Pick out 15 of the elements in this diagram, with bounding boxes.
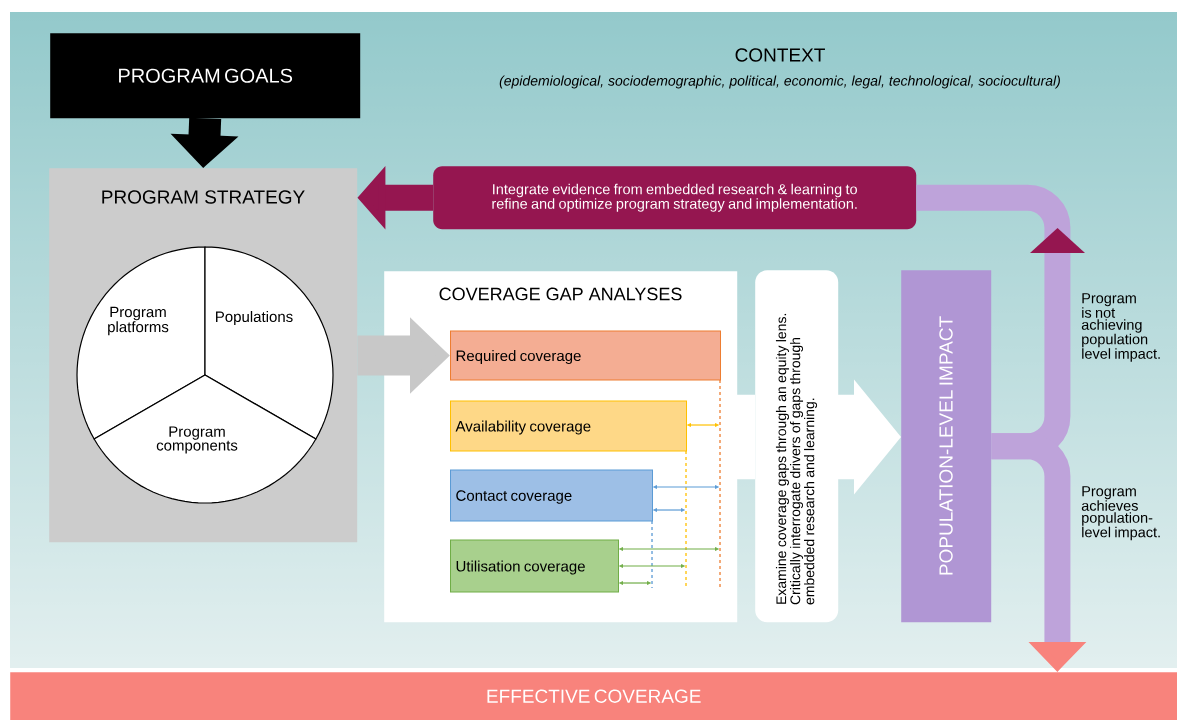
impact-box: POPULATION-LEVEL IMPACT [901,270,992,623]
coverage-bar: Required coverage [450,330,721,381]
coverage-bar: Utilisation coverage [450,539,619,593]
pie-sector: Program components [93,374,317,504]
context-note: (epidemiological, sociodemographic, political, economic, legal, technological, sociocultural) [499,75,1060,89]
coverage-band: EFFECTIVE COVERAGE [10,672,1177,720]
context-heading: CONTEXT [735,48,825,62]
edge-label: Program achieves population-level impact. [1081,486,1160,541]
arrow [737,394,755,480]
feedback-box: Integrate evidence from embedded research & learning to refine and optimize program strategy and implementation. [433,166,917,230]
goals-box: PROGRAM GOALS [50,33,361,119]
arrow [838,379,901,495]
edge-label: Program is not achieving population level impact. [1081,293,1160,362]
coverage-bar: Availability coverage [450,400,687,452]
coverage-bar: Contact coverage [450,469,653,522]
